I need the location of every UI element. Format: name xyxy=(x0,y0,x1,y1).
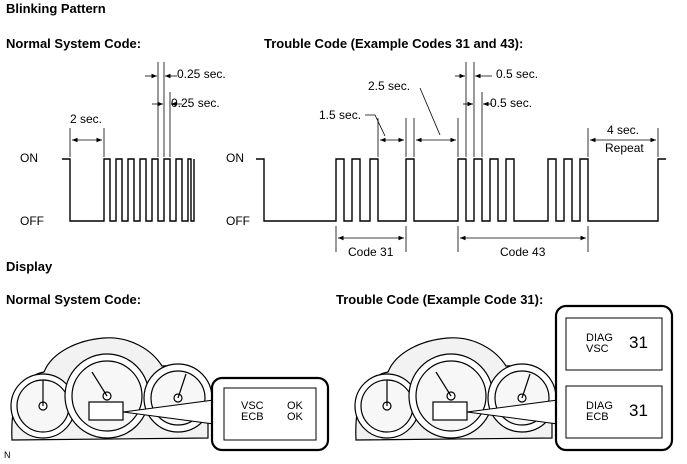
code-31-label: Code 31 xyxy=(348,245,394,259)
display-trouble-ecb: ECB xyxy=(586,411,609,423)
heading-blinking-pattern: Blinking Pattern xyxy=(6,1,106,16)
display-normal-ok-1: OK xyxy=(287,400,303,412)
off-label-left: OFF xyxy=(20,214,44,228)
instrument-cluster-left xyxy=(10,337,213,441)
interval-025-sec-label-b: 0.25 sec. xyxy=(171,96,220,110)
display-trouble-code-2: 31 xyxy=(629,401,648,420)
normal-code-dimensions xyxy=(69,62,182,157)
heading-trouble-code: Trouble Code (Example Codes 31 and 43): xyxy=(264,36,524,51)
display-normal-ecb: ECB xyxy=(241,411,264,423)
display-screen-normal-inner xyxy=(223,387,317,441)
on-label-left: ON xyxy=(20,151,38,165)
display-normal-ok-2: OK xyxy=(287,411,303,423)
heading-display-normal: Normal System Code: xyxy=(6,292,142,307)
interval-0-5-sec-label-a: 0.5 sec. xyxy=(496,67,539,81)
interval-2-sec-label: 2 sec. xyxy=(70,112,103,126)
interval-4-sec-label: 4 sec. xyxy=(607,123,640,137)
instrument-cluster-right xyxy=(354,337,557,441)
display-screen-trouble-box1 xyxy=(565,317,663,371)
interval-2-5-sec-label: 2.5 sec. xyxy=(368,79,411,93)
display-normal-vsc: VSC xyxy=(241,400,264,412)
display-trouble-diag-2: DIAG xyxy=(586,400,613,412)
normal-code-waveform xyxy=(62,158,195,222)
trouble-code-dimensions xyxy=(335,62,659,252)
display-trouble-diag-1: DIAG xyxy=(586,332,613,344)
interval-025-sec-label-a: 0.25 sec. xyxy=(177,67,226,81)
interval-0-5-sec-label-b: 0.5 sec. xyxy=(490,96,533,110)
trouble-code-waveform xyxy=(256,158,666,222)
display-trouble-vsc: VSC xyxy=(586,343,609,355)
heading-display: Display xyxy=(6,259,53,274)
footer-mark: N xyxy=(4,450,11,460)
display-screen-trouble-box2 xyxy=(565,385,663,439)
off-label-right: OFF xyxy=(226,214,250,228)
display-trouble-code-1: 31 xyxy=(629,333,648,352)
heading-normal-system-code: Normal System Code: xyxy=(6,36,142,51)
interval-1-5-sec-label: 1.5 sec. xyxy=(319,108,362,122)
code-43-label: Code 43 xyxy=(500,245,546,259)
heading-display-trouble: Trouble Code (Example Code 31): xyxy=(336,292,544,307)
on-label-right: ON xyxy=(226,151,244,165)
repeat-label: Repeat xyxy=(605,141,644,155)
